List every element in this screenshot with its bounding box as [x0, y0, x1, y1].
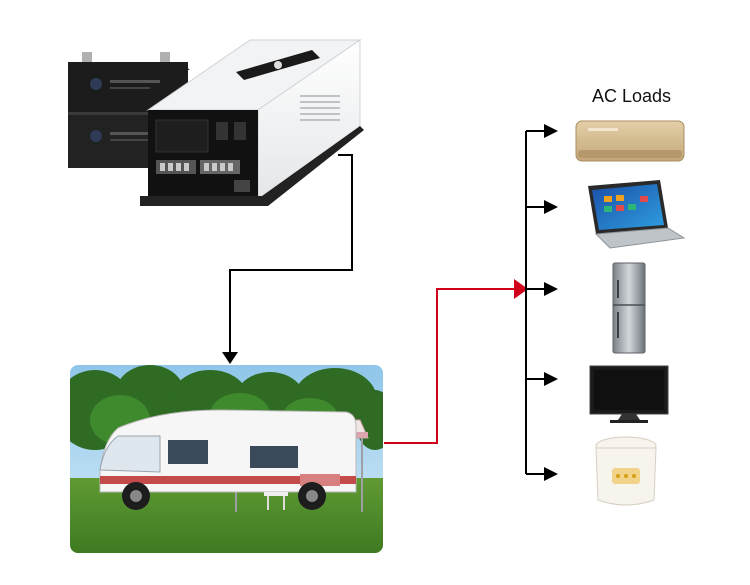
rv-image [70, 365, 383, 553]
branch-arrows [526, 124, 558, 481]
rice-cooker-image [595, 436, 657, 506]
inverter-battery-image [68, 39, 364, 206]
refrigerator-image [612, 262, 646, 354]
air-conditioner-image [575, 120, 685, 162]
connector-rv-to-loads [384, 279, 528, 444]
ac-loads-title: AC Loads [592, 86, 672, 106]
laptop-image [588, 180, 686, 249]
inverter [140, 39, 364, 206]
television-image [589, 365, 669, 423]
connector-inverter-to-rv [222, 154, 353, 364]
